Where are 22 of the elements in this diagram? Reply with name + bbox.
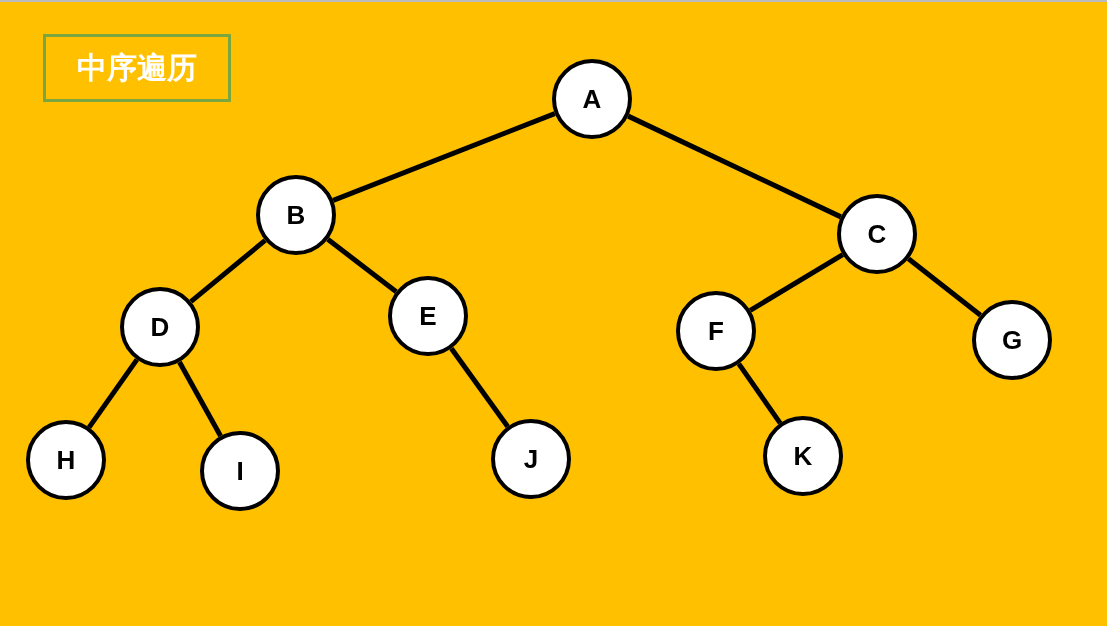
- edge-line: [736, 362, 783, 425]
- tree-node: K: [763, 416, 843, 496]
- tree-node: B: [256, 175, 336, 255]
- edge-line: [189, 238, 267, 304]
- tree-node: C: [837, 194, 917, 274]
- tree-node: D: [120, 287, 200, 367]
- edge-line: [326, 237, 398, 294]
- tree-node: E: [388, 276, 468, 356]
- edge-line: [449, 347, 510, 428]
- edge-line: [177, 360, 223, 438]
- tree-node: I: [200, 431, 280, 511]
- title-box: 中序遍历: [43, 34, 231, 102]
- tree-node: H: [26, 420, 106, 500]
- edge-line: [748, 252, 845, 313]
- tree-node: G: [972, 300, 1052, 380]
- edge-line: [906, 256, 983, 318]
- edge-line: [87, 358, 139, 429]
- tree-node: F: [676, 291, 756, 371]
- edge-line: [332, 111, 556, 203]
- tree-node: A: [552, 59, 632, 139]
- tree-node: J: [491, 419, 571, 499]
- edge-line: [627, 113, 842, 220]
